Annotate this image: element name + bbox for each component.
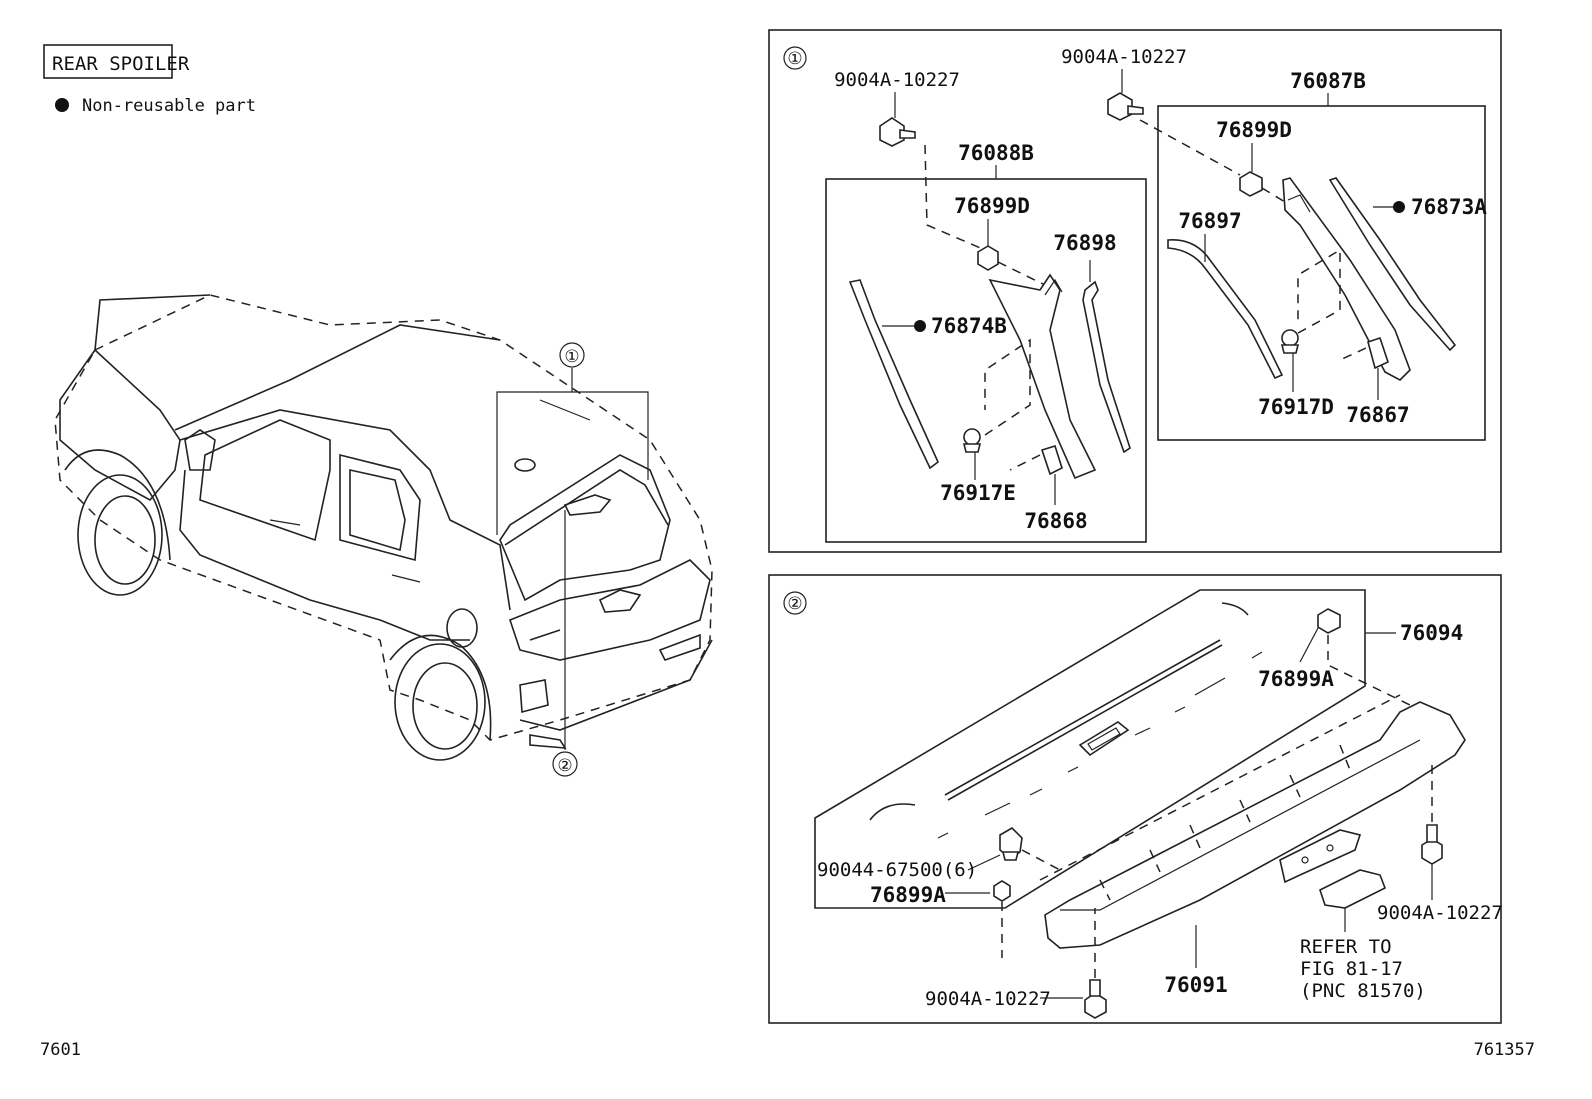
label-nut-bottom: 76899A [870, 883, 946, 907]
trim-right [1282, 177, 1411, 381]
non-reusable-bullet-icon [1393, 201, 1405, 213]
non-reusable-bullet-icon [55, 98, 69, 112]
label-moulding-right: 76873A [1411, 195, 1487, 219]
assy-right-box [1157, 105, 1486, 441]
label-bolt-right: 9004A-10227 [1061, 46, 1187, 68]
label-retainer-right: 76867 [1346, 403, 1409, 427]
nut-icon [1317, 608, 1341, 634]
rear-spoiler [1044, 701, 1466, 949]
label-clip-multi: 90044-67500(6) [817, 859, 977, 881]
bolt-icon [1107, 92, 1144, 121]
label-retainer-left: 76868 [1024, 509, 1087, 533]
label-pin-right: 76917D [1258, 395, 1334, 419]
vehicle-callout-2: ② [557, 756, 572, 776]
group-2-panel: ② 76094 76899A 76091 [768, 574, 1503, 1024]
label-trim-right: 76897 [1178, 209, 1241, 233]
clip-icon [999, 826, 1023, 861]
vehicle-illustration: ① ② [54, 294, 713, 777]
label-moulding-left: 76874B [931, 314, 1007, 338]
label-clip-right: 76899D [1216, 118, 1292, 142]
clip-icon [977, 245, 999, 271]
pin-icon [1280, 329, 1300, 354]
label-trim-left: 76898 [1053, 231, 1116, 255]
clip-icon [1239, 171, 1263, 197]
bolt-icon [879, 117, 916, 147]
retainer-left [1040, 445, 1063, 476]
label-refer-3: (PNC 81570) [1300, 980, 1426, 1002]
weatherstrip-right [1167, 239, 1284, 380]
high-mount-stop-lamp [1319, 869, 1387, 909]
bolt-icon [1421, 824, 1443, 865]
group-2-callout: ② [787, 594, 802, 614]
label-refer-2: FIG 81-17 [1300, 958, 1403, 980]
retainer-right [1367, 336, 1389, 370]
label-bolt-right-2: 9004A-10227 [1377, 902, 1503, 924]
spoiler-assy-box [814, 589, 1366, 909]
label-refer-1: REFER TO [1300, 936, 1392, 958]
stop-lamp-bracket [1279, 829, 1362, 884]
bolt-icon [1084, 979, 1107, 1019]
label-nut-top: 76899A [1258, 667, 1334, 691]
legend-text: Non-reusable part [82, 96, 256, 116]
label-spoiler-assy: 76094 [1400, 621, 1463, 645]
label-clip-left: 76899D [954, 194, 1030, 218]
label-pin-left: 76917E [940, 481, 1016, 505]
label-bolt-bottom: 9004A-10227 [925, 988, 1051, 1010]
trim-left [988, 273, 1097, 480]
moulding-left [848, 279, 939, 470]
label-bolt-left: 9004A-10227 [834, 69, 960, 91]
title-box [43, 44, 173, 79]
diagram-title: REAR SPOILER [52, 53, 190, 75]
nut-icon [993, 880, 1011, 902]
assy-left-box [825, 178, 1147, 543]
non-reusable-bullet-icon [914, 320, 926, 332]
moulding-right [1328, 177, 1457, 352]
label-assy-left: 76088B [958, 141, 1034, 165]
group-1-callout: ① [787, 49, 802, 69]
figure-number-right: 761357 [1474, 1040, 1535, 1060]
weatherstrip-left [1082, 280, 1131, 454]
pin-icon [962, 428, 982, 453]
label-spoiler-main: 76091 [1164, 973, 1227, 997]
group-1-panel: ① 9004A-10227 9004A-10227 76088B 76087B … [768, 29, 1502, 553]
label-assy-right: 76087B [1290, 69, 1366, 93]
vehicle-callout-1: ① [564, 347, 579, 367]
figure-number-left: 7601 [40, 1040, 81, 1060]
